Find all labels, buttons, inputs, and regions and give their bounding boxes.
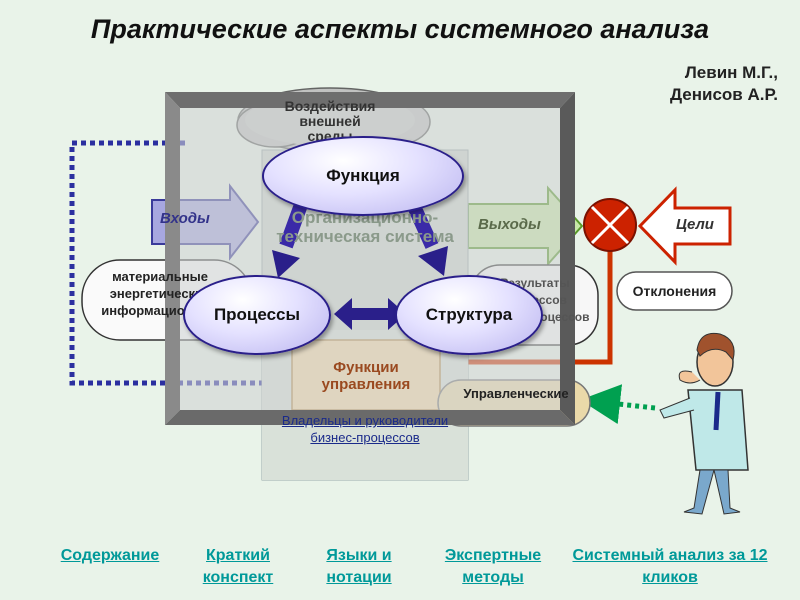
nav-contents-link[interactable]: Содержание — [60, 547, 160, 564]
processes-node: Процессы — [183, 275, 331, 355]
structure-node: Структура — [395, 275, 543, 355]
mgmt-functions-label: Функции управления — [321, 359, 411, 393]
manager-figure — [659, 332, 749, 515]
nav-summary-link[interactable]: Краткий конспект — [202, 547, 274, 586]
goals-arrow — [637, 186, 732, 266]
author-2: Денисов А.Р. — [669, 85, 778, 104]
owners-label: Владельцы и руководители бизнес-процессо… — [281, 413, 449, 445]
author-1: Левин М.Г., — [684, 63, 778, 82]
nav-sa12-link[interactable]: Системный анализ за 12 кликов — [572, 547, 768, 586]
comparator-circle — [583, 198, 637, 252]
decision-pointer-line — [580, 384, 656, 425]
external-cloud-label: Воздействия внешней среды — [284, 97, 376, 144]
inputs-label: Входы — [160, 210, 210, 227]
resource-material: материальные — [112, 269, 208, 284]
function-to-processes-arrow — [272, 199, 309, 278]
resource-energy: энергетические — [109, 286, 211, 301]
authors: Левин М.Г., Денисов А.Р. — [670, 62, 778, 106]
outputs-label: Выходы — [478, 216, 541, 233]
page-title: Практические аспекты системного анализа — [90, 14, 710, 44]
deviations-box — [616, 271, 733, 311]
feedback-loop-line — [69, 140, 265, 386]
deviations-label: Отклонения — [632, 283, 717, 299]
function-node: Функция — [262, 136, 464, 216]
nav-expert-link[interactable]: Экспертные методы — [444, 547, 542, 586]
nav-languages-link[interactable]: Языки и нотации — [326, 547, 392, 586]
goals-label: Цели — [676, 216, 714, 233]
decisions-label: Управленческие решения — [463, 386, 569, 404]
